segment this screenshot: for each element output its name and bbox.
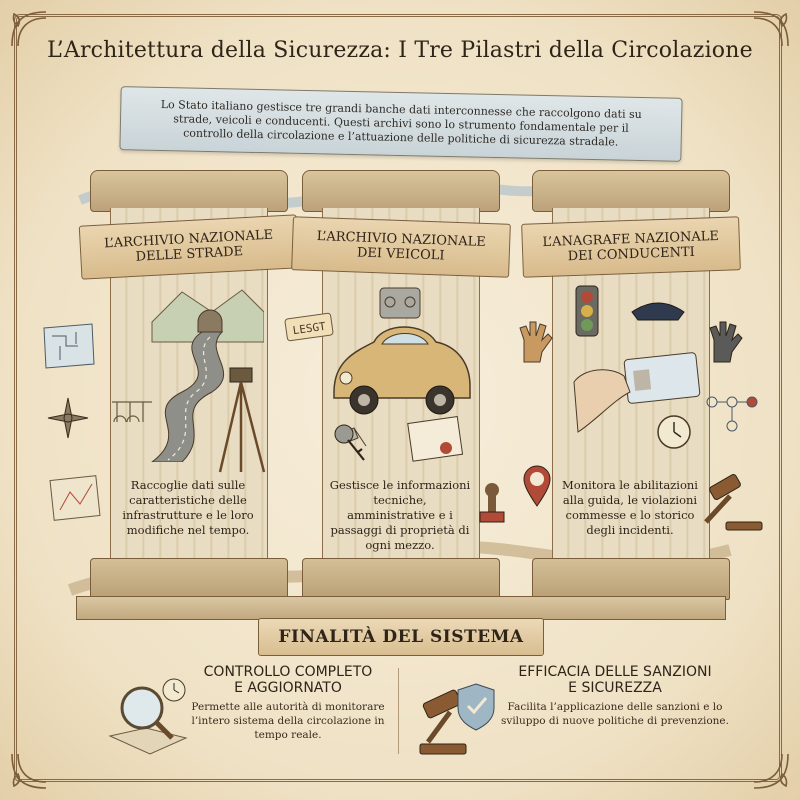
pillar-capital bbox=[302, 170, 500, 212]
pillar-title-line2: DEI CONDUCENTI bbox=[567, 244, 696, 265]
goal-description: Permette alle autorità di monitorare l’i… bbox=[191, 701, 385, 741]
goal-description: Facilita l’applicazione delle sanzioni e… bbox=[501, 701, 729, 727]
goal-title: CONTROLLO COMPLETO E AGGIORNATO bbox=[188, 664, 388, 696]
pillar-capital bbox=[532, 170, 730, 212]
gloves-icon bbox=[519, 321, 553, 363]
goal-title: EFFICACIA DELLE SANZIONI E SICUREZZA bbox=[500, 664, 730, 696]
goal-control: CONTROLLO COMPLETO E AGGIORNATO Permette… bbox=[188, 664, 388, 742]
pillar-description: Gestisce le informazioni tecniche, ammin… bbox=[329, 478, 471, 552]
colonnade-plinth bbox=[76, 596, 726, 620]
pillar-drivers-registry: L’ANAGRAFE NAZIONALE DEI CONDUCENTI Moni… bbox=[521, 170, 741, 610]
goal-title-line1: EFFICACIA DELLE SANZIONI bbox=[518, 664, 712, 680]
goal-title-line1: CONTROLLO COMPLETO bbox=[203, 664, 373, 680]
magnifying-glass-icon bbox=[108, 678, 188, 755]
goal-title-line2: E SICUREZZA bbox=[568, 680, 662, 696]
pillar-base bbox=[532, 558, 730, 600]
corner-flourish-icon bbox=[11, 11, 47, 47]
pillar-description: Monitora le abilitazioni alla guida, le … bbox=[562, 478, 698, 537]
stamp-icon bbox=[479, 483, 505, 523]
system-purpose-banner: FINALITÀ DEL SISTEMA bbox=[258, 618, 544, 656]
pillar-title-banner: L’ARCHIVIO NAZIONALE DEI VEICOLI bbox=[291, 216, 511, 278]
corner-flourish-icon bbox=[753, 753, 789, 789]
intro-text: Lo Stato italiano gestisce tre grandi ba… bbox=[160, 97, 642, 149]
gavel-icon bbox=[704, 474, 763, 531]
map-plan-icon bbox=[43, 323, 95, 369]
intro-ribbon: Lo Stato italiano gestisce tre grandi ba… bbox=[119, 86, 683, 162]
pillar-description: Raccoglie dati sulle caratteristiche del… bbox=[122, 478, 254, 537]
ornamental-frame bbox=[14, 14, 782, 782]
goal-title-line2: E AGGIORNATO bbox=[234, 680, 342, 696]
pillar-title-banner: L’ANAGRAFE NAZIONALE DEI CONDUCENTI bbox=[521, 216, 741, 278]
pillar-vehicles-archive: L’ARCHIVIO NAZIONALE DEI VEICOLI Gestisc… bbox=[291, 170, 511, 610]
compass-rose-icon bbox=[47, 397, 89, 439]
drafting-compass-icon bbox=[49, 475, 101, 521]
pillar-title-line2: DEI VEICOLI bbox=[356, 245, 445, 264]
gavel-icon bbox=[419, 683, 495, 755]
driving-license-icon bbox=[573, 285, 701, 449]
plate-text: LESGT bbox=[292, 320, 327, 338]
pillar-base bbox=[90, 558, 288, 600]
corner-flourish-icon bbox=[753, 11, 789, 47]
license-plate-icon: LESGT bbox=[284, 312, 334, 342]
pillar-title-banner: L’ARCHIVIO NAZIONALE DELLE STRADE bbox=[78, 214, 300, 280]
location-pin-icon bbox=[523, 465, 551, 507]
goal-efficacy: EFFICACIA DELLE SANZIONI E SICUREZZA Fac… bbox=[500, 664, 730, 728]
mountain-road-icon bbox=[112, 289, 264, 462]
page-title: L’Architettura della Sicurezza: I Tre Pi… bbox=[47, 38, 753, 63]
pillar-roads-archive: L’ARCHIVIO NAZIONALE DELLE STRADE Raccog… bbox=[78, 170, 300, 610]
theodolite-icon bbox=[218, 367, 266, 473]
corner-flourish-icon bbox=[11, 753, 47, 789]
car-keys-icon bbox=[334, 424, 365, 461]
pillar-base bbox=[302, 558, 500, 600]
pillar-capital bbox=[90, 170, 288, 212]
gloves-icon bbox=[709, 321, 743, 363]
flowchart-icon bbox=[706, 396, 758, 432]
vintage-car-icon bbox=[333, 287, 471, 462]
goals-divider bbox=[398, 668, 399, 754]
